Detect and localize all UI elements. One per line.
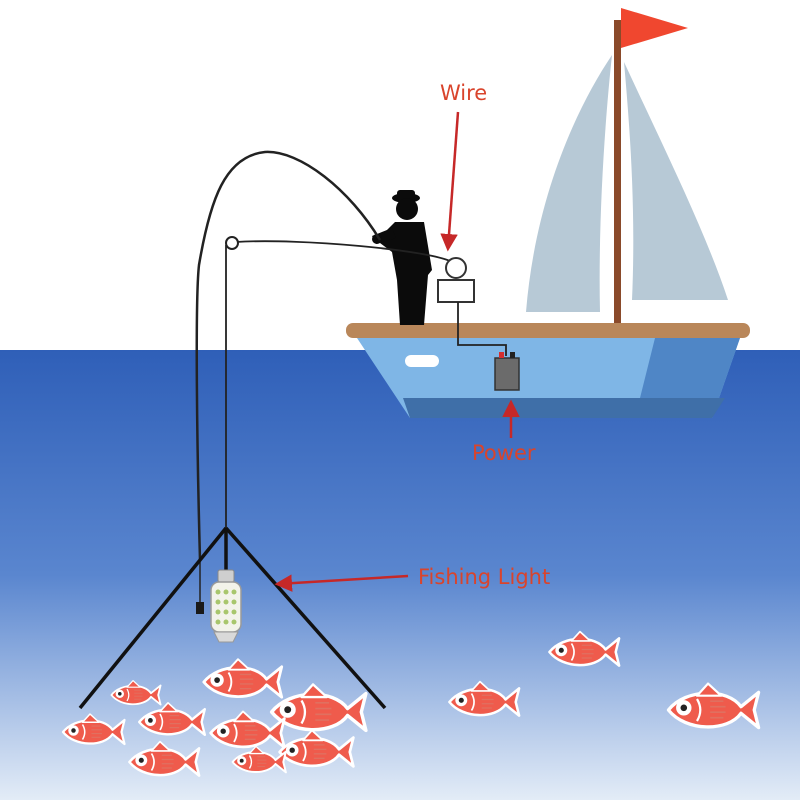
boat-icon bbox=[346, 323, 750, 418]
controller-box bbox=[437, 279, 475, 303]
wire-coil bbox=[445, 257, 467, 279]
wire-label: Wire bbox=[440, 81, 487, 105]
sea bbox=[0, 350, 800, 800]
power-wire bbox=[235, 240, 453, 263]
led-fishing-light-icon bbox=[210, 569, 242, 643]
fisherman-silhouette-icon bbox=[372, 190, 432, 325]
power-label: Power bbox=[472, 441, 536, 465]
light-frame bbox=[78, 526, 387, 710]
fishing-light-label: Fishing Light bbox=[418, 565, 550, 589]
fishing-light-arrow bbox=[274, 574, 409, 592]
battery-wire bbox=[457, 302, 507, 356]
battery-icon bbox=[494, 352, 520, 391]
mast bbox=[614, 20, 621, 325]
wire-arrow bbox=[440, 111, 460, 252]
pulley bbox=[225, 236, 239, 250]
flag bbox=[621, 8, 688, 48]
line-weight bbox=[196, 602, 204, 614]
fishing-rod bbox=[195, 150, 382, 561]
sailboat-sails bbox=[526, 55, 728, 312]
